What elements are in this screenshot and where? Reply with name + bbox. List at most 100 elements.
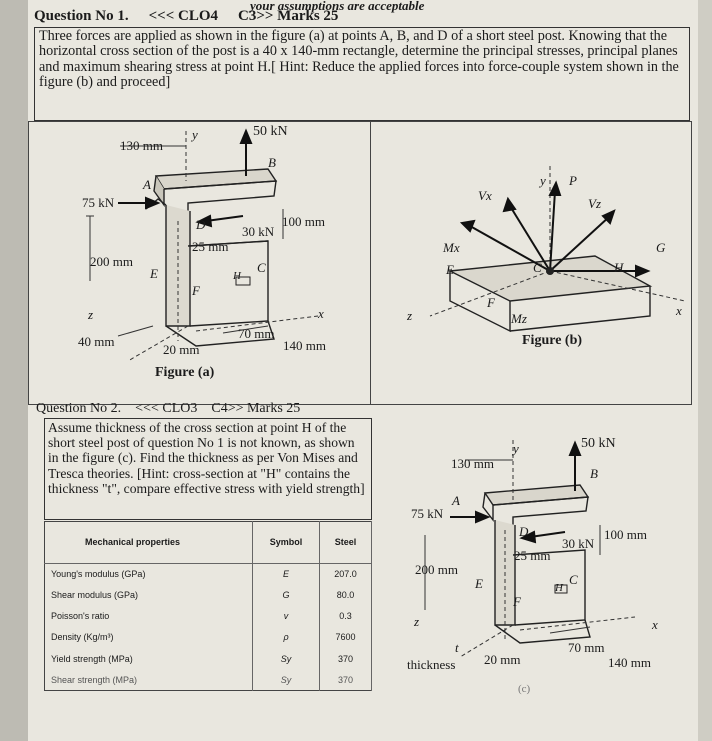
fig-a-dim-25: 25 mm: [192, 239, 229, 254]
fig-c-point-d: D: [519, 524, 529, 539]
fig-a-axis-x: x: [318, 306, 324, 321]
table-header: Mechanical properties: [44, 521, 254, 564]
fig-a-force-d: 30 kN: [242, 224, 275, 239]
fig-c-dim-25: 25 mm: [514, 548, 551, 563]
figure-c-caption: (c): [518, 683, 531, 695]
fig-b-point-f: F: [487, 295, 495, 310]
figure-b-caption: Figure (b): [522, 333, 583, 348]
fig-a-dim-200: 200 mm: [90, 254, 133, 269]
fig-c-axis-z: z: [414, 614, 420, 629]
fig-a-dim-20: 20 mm: [163, 342, 200, 357]
table-row: Poisson's ratio v 0.3: [44, 605, 373, 627]
table-cell: Sy: [252, 648, 320, 670]
fig-b-point-c: C: [533, 260, 542, 275]
fig-a-dim-70: 70 mm: [238, 326, 275, 341]
table-row: Shear strength (MPa) Sy 370: [44, 669, 373, 691]
fig-b-point-e: E: [446, 262, 454, 277]
table-cell: Shear strength (MPa): [44, 669, 254, 691]
table-cell: Density (Kg/m³): [44, 626, 254, 648]
table-cell: v: [252, 605, 320, 627]
fig-a-point-h: H: [233, 270, 241, 282]
question1-clo: <<< CLO4: [148, 8, 218, 24]
fig-a-dim-140: 140 mm: [283, 338, 326, 353]
table-cell: Yield strength (MPa): [44, 648, 254, 670]
table-header-row: Mechanical properties Symbol Steel: [44, 521, 373, 564]
fig-c-force-b: 50 kN: [581, 436, 616, 451]
table-cell: Poisson's ratio: [44, 605, 254, 627]
fig-a-axis-y: y: [192, 127, 198, 142]
question2-heading: Question No 2. <<< CLO3 C4>> Marks 25: [36, 401, 314, 417]
figure-divider: [370, 121, 371, 405]
figure-a-drawing: [86, 128, 319, 362]
table-cell: 80.0: [319, 584, 373, 606]
fig-c-force-a: 75 kN: [411, 506, 444, 521]
table-cell: 7600: [319, 626, 373, 648]
fig-b-point-g: G: [656, 240, 666, 255]
figure-b-drawing: [429, 166, 686, 333]
fig-a-point-e: E: [150, 266, 158, 281]
table-row: Young's modulus (GPa) E 207.0: [44, 563, 373, 585]
fig-a-point-a: A: [143, 177, 151, 192]
figure-a-caption: Figure (a): [155, 365, 215, 380]
fig-a-force-a: 75 kN: [82, 195, 115, 210]
fig-c-point-b: B: [590, 466, 598, 481]
fig-b-point-h: H: [614, 260, 624, 275]
question2-marks: C4>> Marks 25: [211, 401, 301, 416]
table-header: Steel: [319, 521, 373, 564]
fig-c-point-f: F: [513, 594, 521, 609]
fig-a-point-f: F: [192, 283, 200, 298]
question1-number: Question No 1.: [34, 8, 129, 24]
fig-b-mx: Mx: [443, 240, 460, 255]
table-cell: 370: [319, 669, 373, 691]
question2-clo: <<< CLO3: [135, 401, 198, 416]
fig-b-vz: Vz: [588, 196, 601, 211]
table-cell: 207.0: [319, 563, 373, 585]
fig-a-point-c: C: [257, 260, 266, 275]
fig-c-force-d: 30 kN: [562, 536, 595, 551]
fig-a-dim-40: 40 mm: [78, 334, 115, 349]
question1-marks: C3>> Marks 25: [238, 8, 339, 24]
table-cell: 370: [319, 648, 373, 670]
question2-number: Question No 2.: [36, 401, 122, 416]
figure-c-drawing: [424, 440, 636, 658]
fig-b-axis-z: z: [407, 308, 413, 323]
fig-c-dim-70: 70 mm: [568, 640, 605, 655]
fig-b-vx: Vx: [478, 188, 492, 203]
table-row: Density (Kg/m³) ρ 7600: [44, 626, 373, 648]
fig-a-axis-z: z: [88, 307, 94, 322]
fig-c-thickness-label: thickness: [407, 657, 456, 672]
fig-b-mz: Mz: [511, 311, 527, 326]
table-cell: E: [252, 563, 320, 585]
fig-a-dim-100: 100 mm: [282, 214, 325, 229]
fig-c-point-a: A: [452, 493, 460, 508]
mechanical-properties-table: Mechanical properties Symbol Steel Young…: [44, 521, 373, 691]
table-row: Shear modulus (GPa) G 80.0: [44, 584, 373, 606]
fig-a-dim-130: 130 mm: [120, 138, 163, 153]
figure-panel: [28, 121, 692, 405]
fig-a-force-b: 50 kN: [253, 124, 288, 139]
fig-c-dim-100: 100 mm: [604, 527, 647, 542]
question2-text: Assume thickness of the cross section at…: [44, 418, 372, 520]
fig-c-axis-x: x: [652, 617, 658, 632]
table-cell: Shear modulus (GPa): [44, 584, 254, 606]
table-cell: Sy: [252, 669, 320, 691]
table-cell: Young's modulus (GPa): [44, 563, 254, 585]
fig-c-axis-y: y: [513, 441, 519, 456]
header-note: your assumptions are acceptable: [250, 0, 425, 13]
fig-c-dim-20: 20 mm: [484, 652, 521, 667]
fig-c-dim-200: 200 mm: [415, 562, 458, 577]
fig-c-point-c: C: [569, 572, 578, 587]
fig-b-axis-x: x: [676, 303, 682, 318]
fig-b-axis-y: y: [540, 173, 546, 188]
table-row: Yield strength (MPa) Sy 370: [44, 648, 373, 670]
fig-c-point-e: E: [475, 576, 483, 591]
table-cell: ρ: [252, 626, 320, 648]
question1-text: Three forces are applied as shown in the…: [34, 27, 690, 121]
fig-b-p: P: [569, 173, 577, 188]
fig-c-t: t: [455, 640, 459, 655]
table-cell: G: [252, 584, 320, 606]
fig-a-point-b: B: [268, 155, 276, 170]
table-cell: 0.3: [319, 605, 373, 627]
table-header: Symbol: [252, 521, 320, 564]
fig-a-point-d: D: [196, 217, 206, 232]
